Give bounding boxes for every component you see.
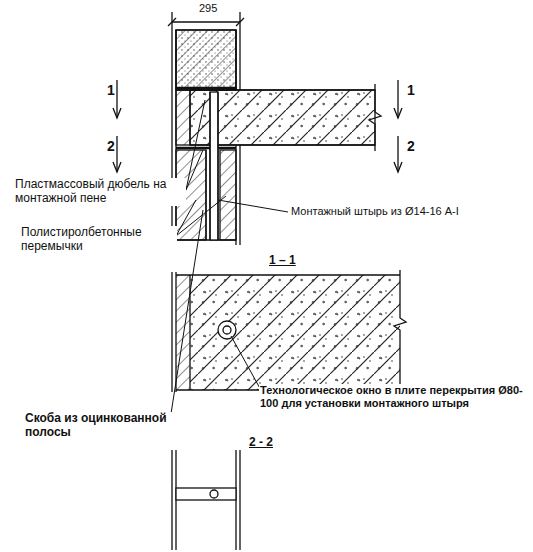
dimension: 295 [198, 2, 218, 15]
section-mark: 1 [406, 82, 416, 98]
section-mark: 1 [106, 82, 116, 98]
callout-label: Полистиролбетонные перемычки [20, 226, 177, 254]
callout-label: Технологическое окно в плите перекрытия … [259, 384, 529, 409]
callout-label: Монтажный штырь из Ø14-16 А-I [290, 205, 460, 218]
section-title: 2 - 2 [248, 436, 274, 450]
callout-label: Скоба из оцинкованной полосы [24, 412, 196, 440]
callout-label: Пластмассовый дюбель на монтажной пене [14, 178, 186, 206]
section-mark: 2 [406, 138, 416, 154]
section-mark: 2 [106, 138, 116, 154]
section-title: 1 – 1 [268, 254, 297, 268]
